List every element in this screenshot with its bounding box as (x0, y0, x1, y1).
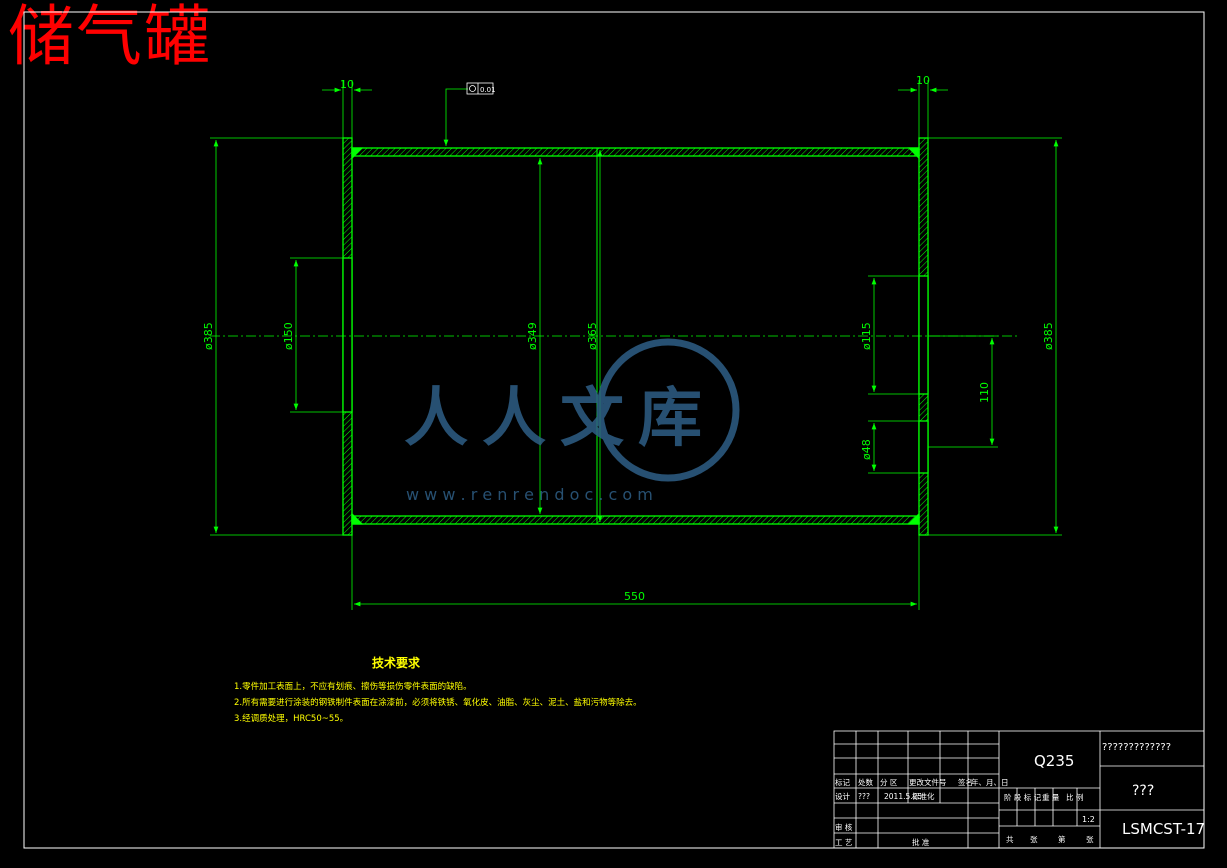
flatness-tolerance-frame: 0.01 (466, 82, 496, 95)
dim-hole-spacing: 110 (978, 382, 991, 403)
dim-flange-right: 10 (916, 74, 930, 87)
dim-right-outer-dia: ø385 (1042, 322, 1055, 350)
left-flange-bore (342, 257, 353, 413)
weld-bottom-right (907, 512, 920, 525)
rev-col-docno: 更改文件号 (909, 777, 947, 787)
top-shell-wall (351, 147, 920, 157)
dim-right-small-bore-dia: ø48 (860, 439, 873, 460)
rev-col-mark: 标记 (835, 777, 850, 787)
bottom-shell-wall (351, 515, 920, 525)
watermark: 人人文库 w w w . r e n r e n d o c . c o m (404, 338, 740, 504)
title-block-text: Q235 ????????????? ??? LSMCST-17 1:2 标记 … (835, 742, 1205, 847)
dim-left-outer-dia: ø385 (202, 322, 215, 350)
tech-item-1: 1.零件加工表面上，不应有划痕、擦伤等损伤零件表面的缺陷。 (234, 681, 472, 692)
designer-name: ??? (858, 792, 870, 801)
flatness-value: 0.01 (480, 86, 496, 94)
drawing-title: 储气罐 (8, 0, 212, 75)
tech-heading: 技术要求 (372, 655, 421, 670)
tech-item-2: 2.所有需要进行涂装的钢铁制件表面在涂漆前，必须将铁锈、氧化皮、油脂、灰尘、泥土… (234, 697, 642, 708)
watermark-text: 人人文库 (404, 382, 716, 456)
rev-col-zone: 分 区 (880, 778, 898, 787)
right-flange-bore (918, 275, 929, 395)
scale-header: 比 例 (1066, 792, 1083, 802)
sheet-unit-label-1: 张 (1030, 835, 1038, 844)
drawing-frame (23, 11, 1205, 849)
stage-header: 阶 段 标 记 (1004, 792, 1042, 802)
sheet-total-label: 共 (1006, 835, 1014, 844)
rev-col-date: 年、月、日 (971, 777, 1009, 787)
tech-requirements: 技术要求 1.零件加工表面上，不应有划痕、擦伤等损伤零件表面的缺陷。 2.所有需… (234, 655, 642, 724)
approve-label: 批 准 (912, 837, 930, 847)
designer-label: 设计 (835, 791, 850, 801)
process-label: 工 艺 (835, 838, 852, 847)
part-name: ??? (1132, 783, 1154, 799)
watermark-url: w w w . r e n r e n d o c . c o m (406, 485, 653, 504)
drawing-number: LSMCST-17 (1122, 820, 1205, 838)
rev-col-count: 处数 (858, 777, 873, 787)
sheet-unit-label-2: 张 (1086, 835, 1094, 844)
sheet-index-label: 第 (1058, 834, 1066, 844)
dim-right-bore-dia: ø115 (860, 322, 873, 350)
weight-header: 重 量 (1042, 793, 1060, 802)
tank-section (342, 137, 929, 536)
review-label: 审 核 (835, 822, 853, 832)
dim-outer-dia: ø365 (586, 322, 599, 350)
design-date: 2011.5.25 (884, 792, 922, 801)
weld-top-right (907, 147, 920, 160)
weld-bottom-left (351, 512, 364, 525)
unit-name: ????????????? (1102, 742, 1171, 753)
standardization-label: 标准化 (912, 791, 935, 801)
rev-col-sign: 签名 (958, 777, 973, 787)
right-flange-small-bore (918, 420, 929, 474)
scale: 1:2 (1082, 815, 1095, 824)
tech-item-3: 3.经调质处理，HRC50~55。 (234, 713, 348, 724)
material: Q235 (1034, 752, 1074, 770)
dim-inner-dia: ø349 (526, 322, 539, 350)
dim-overall-length: 550 (624, 590, 645, 603)
dim-flange-left: 10 (340, 78, 354, 91)
title-block (833, 730, 1205, 849)
dim-left-bore-dia: ø150 (282, 322, 295, 350)
weld-top-left (351, 147, 364, 160)
